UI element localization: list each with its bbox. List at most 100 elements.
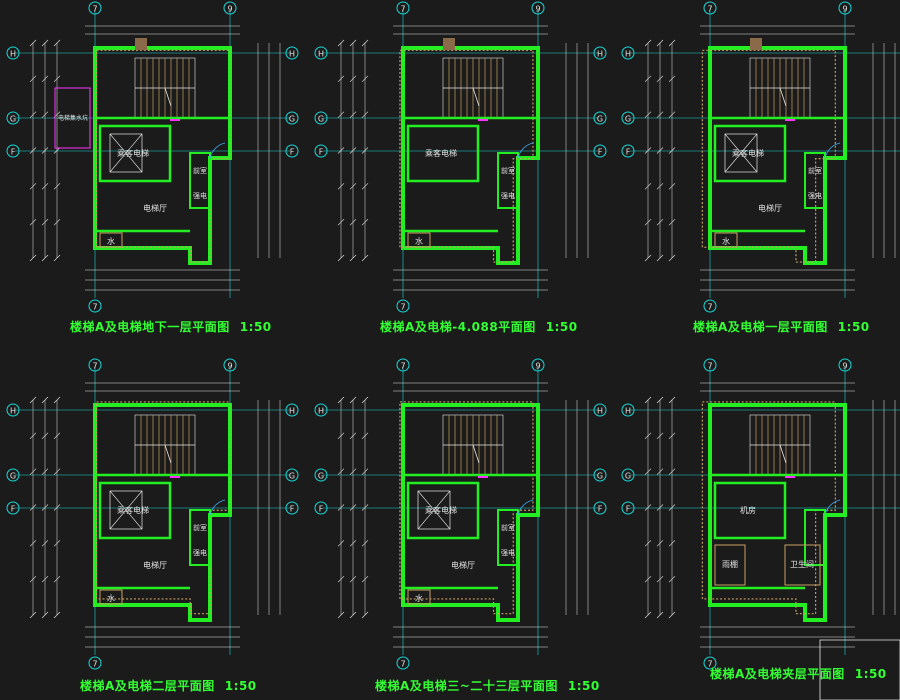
dimension-tick [656, 575, 664, 583]
axis-bubble-row-right [285, 468, 299, 482]
chimney-block [443, 38, 455, 50]
room-label-lobby: 电梯厅 [143, 560, 167, 570]
axis-bubble-row-right-label: G [289, 472, 295, 481]
axis-bubble-7-top [703, 1, 717, 15]
dimension-tick [361, 504, 369, 511]
dimension-tick [349, 183, 357, 190]
dimension-tick [337, 75, 345, 83]
dimension-tick [29, 183, 37, 190]
dimension-tick [41, 111, 49, 118]
dimension-tick [337, 432, 345, 440]
room-label-water: 水 [107, 593, 115, 603]
axis-bubble-row-right [593, 468, 607, 482]
axis-bubble-7-bottom [88, 299, 102, 313]
dimension-tick [668, 396, 676, 404]
dimension-tick [361, 75, 369, 83]
room-label-shaft1: 前室 [501, 523, 515, 532]
axis-bubble-row-right [593, 111, 607, 125]
dimension-tick [644, 432, 652, 440]
room-label-shaft1: 前室 [193, 166, 207, 175]
dimension-tick [41, 39, 49, 47]
dimension-tick [656, 504, 664, 511]
axis-bubble-row-left [314, 111, 328, 125]
room-label-elevator: 乘客电梯 [117, 148, 149, 158]
dimension-tick [29, 39, 37, 47]
elevator-car-diagonal [724, 133, 758, 173]
dimension-tick [668, 39, 676, 47]
axis-bubble-7-top-label: 7 [92, 5, 97, 14]
door-swing [824, 142, 841, 159]
stair-arrow [472, 444, 480, 464]
room-label-shaft2: 强电 [193, 191, 207, 200]
dimension-tick [29, 540, 37, 547]
dimension-tick [29, 254, 37, 262]
dimension-tick [337, 254, 345, 262]
frame-corner [819, 639, 900, 700]
axis-bubble-row-left-label: F [626, 148, 631, 157]
dimension-tick [361, 111, 369, 118]
chimney-block [750, 38, 762, 50]
axis-bubble-row-left [314, 46, 328, 60]
dimension-tick [41, 396, 49, 404]
water-room [407, 589, 431, 605]
axis-bubble-row-left-label: F [11, 148, 16, 157]
dimension-tick [644, 575, 652, 583]
axis-bubble-row-left-label: H [10, 407, 16, 416]
dimension-tick [41, 254, 49, 262]
door-swing [209, 142, 226, 159]
axis-bubble-7-bottom-label: 7 [400, 660, 405, 669]
dimension-tick [349, 432, 357, 440]
water-room [407, 232, 431, 248]
dimension-tick [361, 468, 369, 475]
axis-bubble-7-bottom-label: 7 [92, 303, 97, 312]
axis-bubble-row-right-label: H [289, 50, 295, 59]
dimension-tick [361, 540, 369, 547]
dimension-tick [41, 540, 49, 547]
shaft-wall [497, 509, 519, 566]
room-label-water: 水 [107, 236, 115, 246]
dimension-tick [349, 575, 357, 583]
room-label-shaft2: 强电 [501, 191, 515, 200]
dimension-tick [361, 254, 369, 262]
dimension-tick [41, 504, 49, 511]
axis-bubble-row-left [6, 468, 20, 482]
dimension-tick [668, 111, 676, 118]
axis-bubble-7-top [703, 358, 717, 372]
axis-bubble-row-right [285, 46, 299, 60]
dimension-tick [668, 468, 676, 475]
shaft-wall [804, 152, 826, 209]
dimension-tick [644, 468, 652, 475]
axis-bubble-7-top-label: 7 [400, 5, 405, 14]
dimension-tick [29, 147, 37, 154]
dimension-tick [53, 218, 61, 226]
axis-bubble-9-top-label: 9 [535, 362, 540, 371]
dimension-tick [337, 575, 345, 583]
elevator-core-wall [713, 481, 787, 540]
dimension-tick [361, 39, 369, 47]
axis-bubble-row-right [285, 144, 299, 158]
axis-bubble-row-left [621, 46, 635, 60]
water-room [714, 232, 738, 248]
dimension-tick [349, 39, 357, 47]
stair-arrow [779, 87, 787, 107]
room-label-elevator: 机房 [740, 505, 756, 515]
axis-bubble-9-top [531, 358, 545, 372]
room-label-elevator: 乘客电梯 [425, 148, 457, 158]
extra-room [784, 544, 821, 586]
dimension-tick [644, 396, 652, 404]
axis-bubble-row-left-label: H [625, 50, 631, 59]
elevator-car-diagonal [109, 133, 143, 173]
axis-bubble-row-right-label: G [597, 472, 603, 481]
dimension-tick [29, 468, 37, 475]
elevator-core-wall [98, 124, 172, 183]
axis-bubble-row-right-label: F [290, 505, 295, 514]
axis-bubble-7-bottom [396, 656, 410, 670]
dimension-tick [644, 147, 652, 154]
elevator-car-diagonal [417, 490, 451, 530]
wall-hatch [701, 401, 836, 615]
